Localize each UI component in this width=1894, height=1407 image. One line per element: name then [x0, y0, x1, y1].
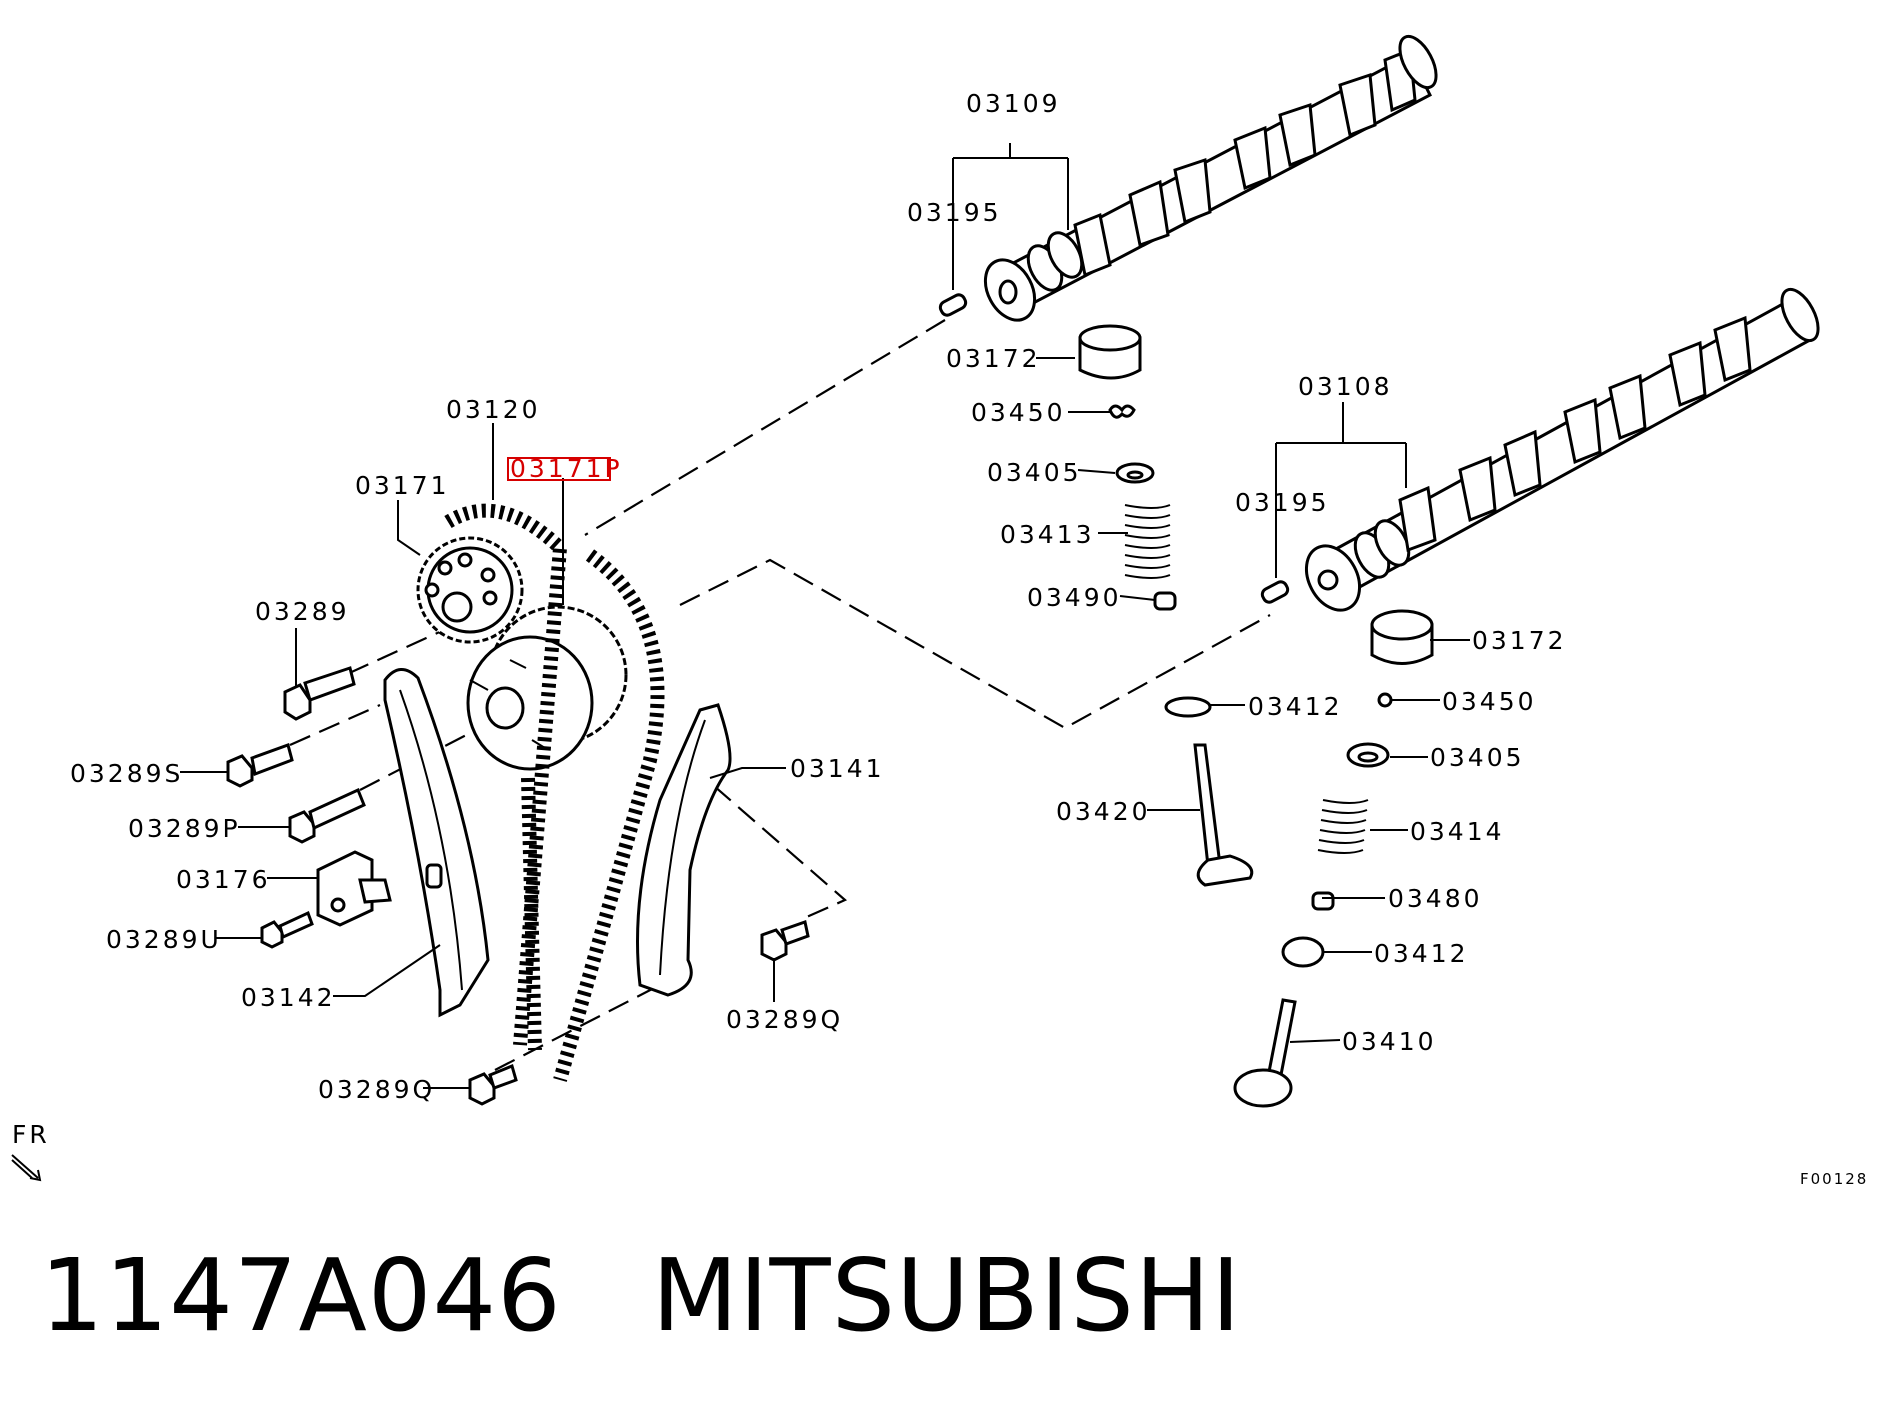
chain-tensioner-03176[interactable]	[316, 850, 392, 927]
bolt-03289U[interactable]	[260, 910, 314, 949]
figure-code: F00128	[1800, 1170, 1868, 1188]
label-03120[interactable]: 03120	[446, 395, 541, 424]
label-03413[interactable]: 03413	[1000, 520, 1095, 549]
label-03109[interactable]: 03109	[966, 89, 1061, 118]
label-03171[interactable]: 03171	[355, 471, 450, 500]
bolt-03289Q-bottom[interactable]	[468, 1063, 518, 1106]
direction-label: FR	[12, 1120, 50, 1149]
bolt-03289Q-right[interactable]	[760, 920, 810, 962]
chain-guide-03142[interactable]	[383, 668, 490, 1018]
timing-chain-03120[interactable]	[444, 503, 665, 1082]
label-03289[interactable]: 03289	[255, 597, 350, 626]
caption: 1147A046 MITSUBISHI	[40, 1237, 1242, 1354]
dowel-pin-upper[interactable]	[938, 293, 968, 318]
upper-camshaft[interactable]	[976, 31, 1444, 329]
exhaust-sprocket-03171[interactable]	[416, 536, 524, 644]
upper-valve-stack[interactable]	[1078, 324, 1177, 611]
label-03108[interactable]: 03108	[1298, 372, 1393, 401]
label-03405-right[interactable]: 03405	[1430, 743, 1525, 772]
label-03289P[interactable]: 03289P	[128, 814, 241, 843]
label-03195-top[interactable]: 03195	[907, 198, 1002, 227]
dowel-pin-lower[interactable]	[1260, 580, 1290, 605]
leader-lines	[180, 143, 1470, 1089]
label-03142[interactable]: 03142	[241, 983, 336, 1012]
label-03289S[interactable]: 03289S	[70, 759, 183, 788]
label-03172-top[interactable]: 03172	[946, 344, 1041, 373]
label-03172-right[interactable]: 03172	[1472, 626, 1567, 655]
label-03490[interactable]: 03490	[1027, 583, 1122, 612]
chain-guide-03141[interactable]	[636, 703, 732, 997]
lower-valve-stack[interactable]	[1164, 609, 1434, 1108]
label-03195-right[interactable]: 03195	[1235, 488, 1330, 517]
label-03450-right[interactable]: 03450	[1442, 687, 1537, 716]
label-03480[interactable]: 03480	[1388, 884, 1483, 913]
label-03289Q-bottom[interactable]: 03289Q	[318, 1075, 435, 1104]
timing-chain-valvetrain-diagram: 03109 03195 03172 03450 03405 03413 0349…	[11, 31, 1868, 1188]
label-03412-bottom[interactable]: 03412	[1374, 939, 1469, 968]
label-03412-top[interactable]: 03412	[1248, 692, 1343, 721]
part-number: 1147A046	[40, 1236, 562, 1354]
label-03414[interactable]: 03414	[1410, 817, 1505, 846]
lower-camshaft[interactable]	[1296, 284, 1826, 620]
label-03176[interactable]: 03176	[176, 865, 271, 894]
label-03420[interactable]: 03420	[1056, 797, 1151, 826]
label-03450-top[interactable]: 03450	[971, 398, 1066, 427]
label-03410[interactable]: 03410	[1342, 1027, 1437, 1056]
part-labels: 03109 03195 03172 03450 03405 03413 0349…	[12, 89, 1868, 1188]
bolt-03289S[interactable]	[226, 743, 294, 788]
intake-vvt-sprocket-03171P[interactable]	[466, 605, 628, 771]
brand-name: MITSUBISHI	[651, 1236, 1242, 1354]
bolt-03289P[interactable]	[288, 787, 366, 844]
label-03289U[interactable]: 03289U	[106, 925, 222, 954]
label-03171P[interactable]: 03171P	[510, 454, 623, 483]
label-03289Q-right[interactable]: 03289Q	[726, 1005, 843, 1034]
label-03405-top[interactable]: 03405	[987, 458, 1082, 487]
front-direction-arrow-icon	[11, 1154, 42, 1182]
highlight-box	[507, 457, 611, 481]
bolt-03289[interactable]	[283, 666, 356, 721]
label-03141[interactable]: 03141	[790, 754, 885, 783]
